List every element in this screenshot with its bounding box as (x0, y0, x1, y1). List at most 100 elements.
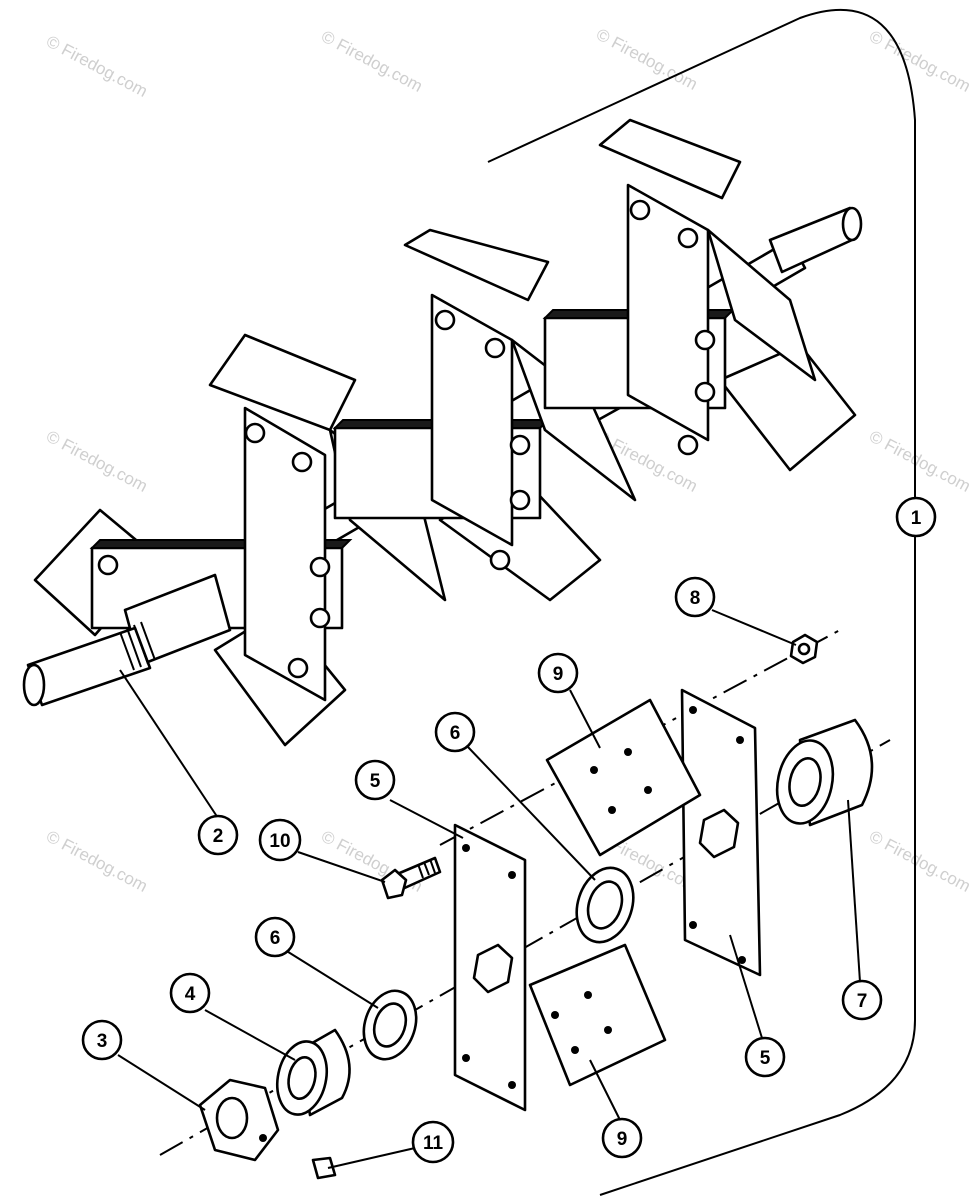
lock-nut-bore (797, 642, 811, 656)
watermark: © Firedog.com (866, 27, 974, 96)
watermark: © Firedog.com (318, 27, 426, 96)
callout-label: 9 (617, 1129, 628, 1150)
plate-hole (508, 1081, 516, 1089)
callout-circle (674, 576, 716, 618)
callout-6b: 6 (254, 916, 296, 958)
blade (706, 228, 817, 382)
callout-9b: 9 (601, 1117, 643, 1159)
blade-hole (571, 1046, 579, 1054)
bolt-head (694, 381, 716, 403)
callout-label: 2 (213, 826, 224, 847)
leader-10 (297, 851, 386, 883)
bolt-head (287, 657, 309, 679)
callout-7: 7 (841, 979, 883, 1021)
callout-circle (197, 814, 239, 856)
callout-6a: 6 (434, 711, 476, 753)
blade-hole (590, 766, 598, 774)
plate-hole (462, 1054, 470, 1062)
callout-circle (744, 1036, 786, 1078)
callouts: 1 2 3 4 5 5 6 6 (81, 496, 937, 1164)
nut-setscrew-hole (259, 1134, 267, 1142)
blade (208, 333, 357, 432)
bolt-head (380, 868, 408, 900)
callout-circle (258, 818, 302, 862)
callout-circle (601, 1117, 643, 1159)
callout-circle (354, 759, 396, 801)
callout-label: 10 (269, 831, 290, 852)
mount-plate (626, 183, 710, 442)
plate-hole (462, 844, 470, 852)
blade-hole (584, 991, 592, 999)
shaft-stub-end (841, 206, 863, 242)
bolt-head (509, 434, 531, 456)
blade-plate-lower (528, 943, 667, 1087)
leader-6a (466, 745, 596, 881)
watermark: © Firedog.com (593, 25, 701, 94)
callout-9a: 9 (537, 652, 579, 694)
bolt-head (484, 337, 506, 359)
leader-7 (847, 799, 861, 983)
plate-hole (736, 736, 744, 744)
callout-4: 4 (169, 972, 211, 1014)
blade (403, 228, 550, 302)
bolt-threads (417, 858, 436, 879)
blade-hole (551, 1011, 559, 1019)
blade-plate-upper (545, 698, 702, 857)
leader-lines (117, 609, 861, 1169)
shaft-threads (119, 621, 156, 671)
bolt-head (244, 422, 266, 444)
callout-10: 10 (258, 818, 302, 862)
plate-hole (689, 706, 697, 714)
bolt-head (489, 549, 511, 571)
bolt-head (434, 309, 456, 331)
washer-middle-bore (586, 880, 624, 930)
callout-label: 3 (97, 1031, 108, 1052)
callout-label: 5 (760, 1048, 771, 1069)
callout-label: 4 (185, 984, 196, 1005)
callout-circle (81, 1019, 123, 1061)
bolt-centerline (439, 629, 841, 846)
watermark: © Firedog.com (866, 827, 974, 896)
leader-3 (117, 1054, 206, 1111)
callout-circle (841, 979, 883, 1021)
exploded-hardware (159, 629, 891, 1180)
callout-label: 5 (370, 771, 381, 792)
bolt-head (677, 227, 699, 249)
callout-3: 3 (81, 1019, 123, 1061)
callout-5b: 5 (744, 1036, 786, 1078)
callout-circle (169, 972, 211, 1014)
blade-hole (608, 806, 616, 814)
callout-1: 1 (895, 496, 937, 538)
leader-5b (729, 934, 763, 1039)
bolt-head (509, 489, 531, 511)
callout-circle (411, 1120, 455, 1164)
callout-8: 8 (674, 576, 716, 618)
callout-label: 6 (270, 928, 281, 949)
blade-hub-3 (542, 118, 857, 472)
rotor-assembly (22, 118, 863, 747)
plate-hole (508, 871, 516, 879)
plate-hole (689, 921, 697, 929)
bolt-head (291, 451, 313, 473)
leader-9b (589, 1059, 621, 1121)
watermark: © Firedog.com (43, 427, 151, 496)
set-screw (311, 1156, 337, 1180)
leader-9a (569, 689, 601, 749)
bushing-right-bore (788, 757, 822, 807)
leader-8 (711, 609, 797, 646)
blade-hole (624, 748, 632, 756)
bolt-head (309, 556, 331, 578)
leader-11 (327, 1147, 416, 1169)
hex-nut-bore (215, 1096, 249, 1140)
assembly-bracket (487, 8, 916, 1196)
mount-plate (243, 406, 327, 702)
blade (718, 343, 857, 472)
callout-label: 8 (690, 588, 701, 609)
bolt-head (97, 554, 119, 576)
threaded-shaft-end (22, 663, 46, 707)
watermark: © Firedog.com (43, 32, 151, 101)
blade-hole (644, 786, 652, 794)
blade-hole (604, 1026, 612, 1034)
